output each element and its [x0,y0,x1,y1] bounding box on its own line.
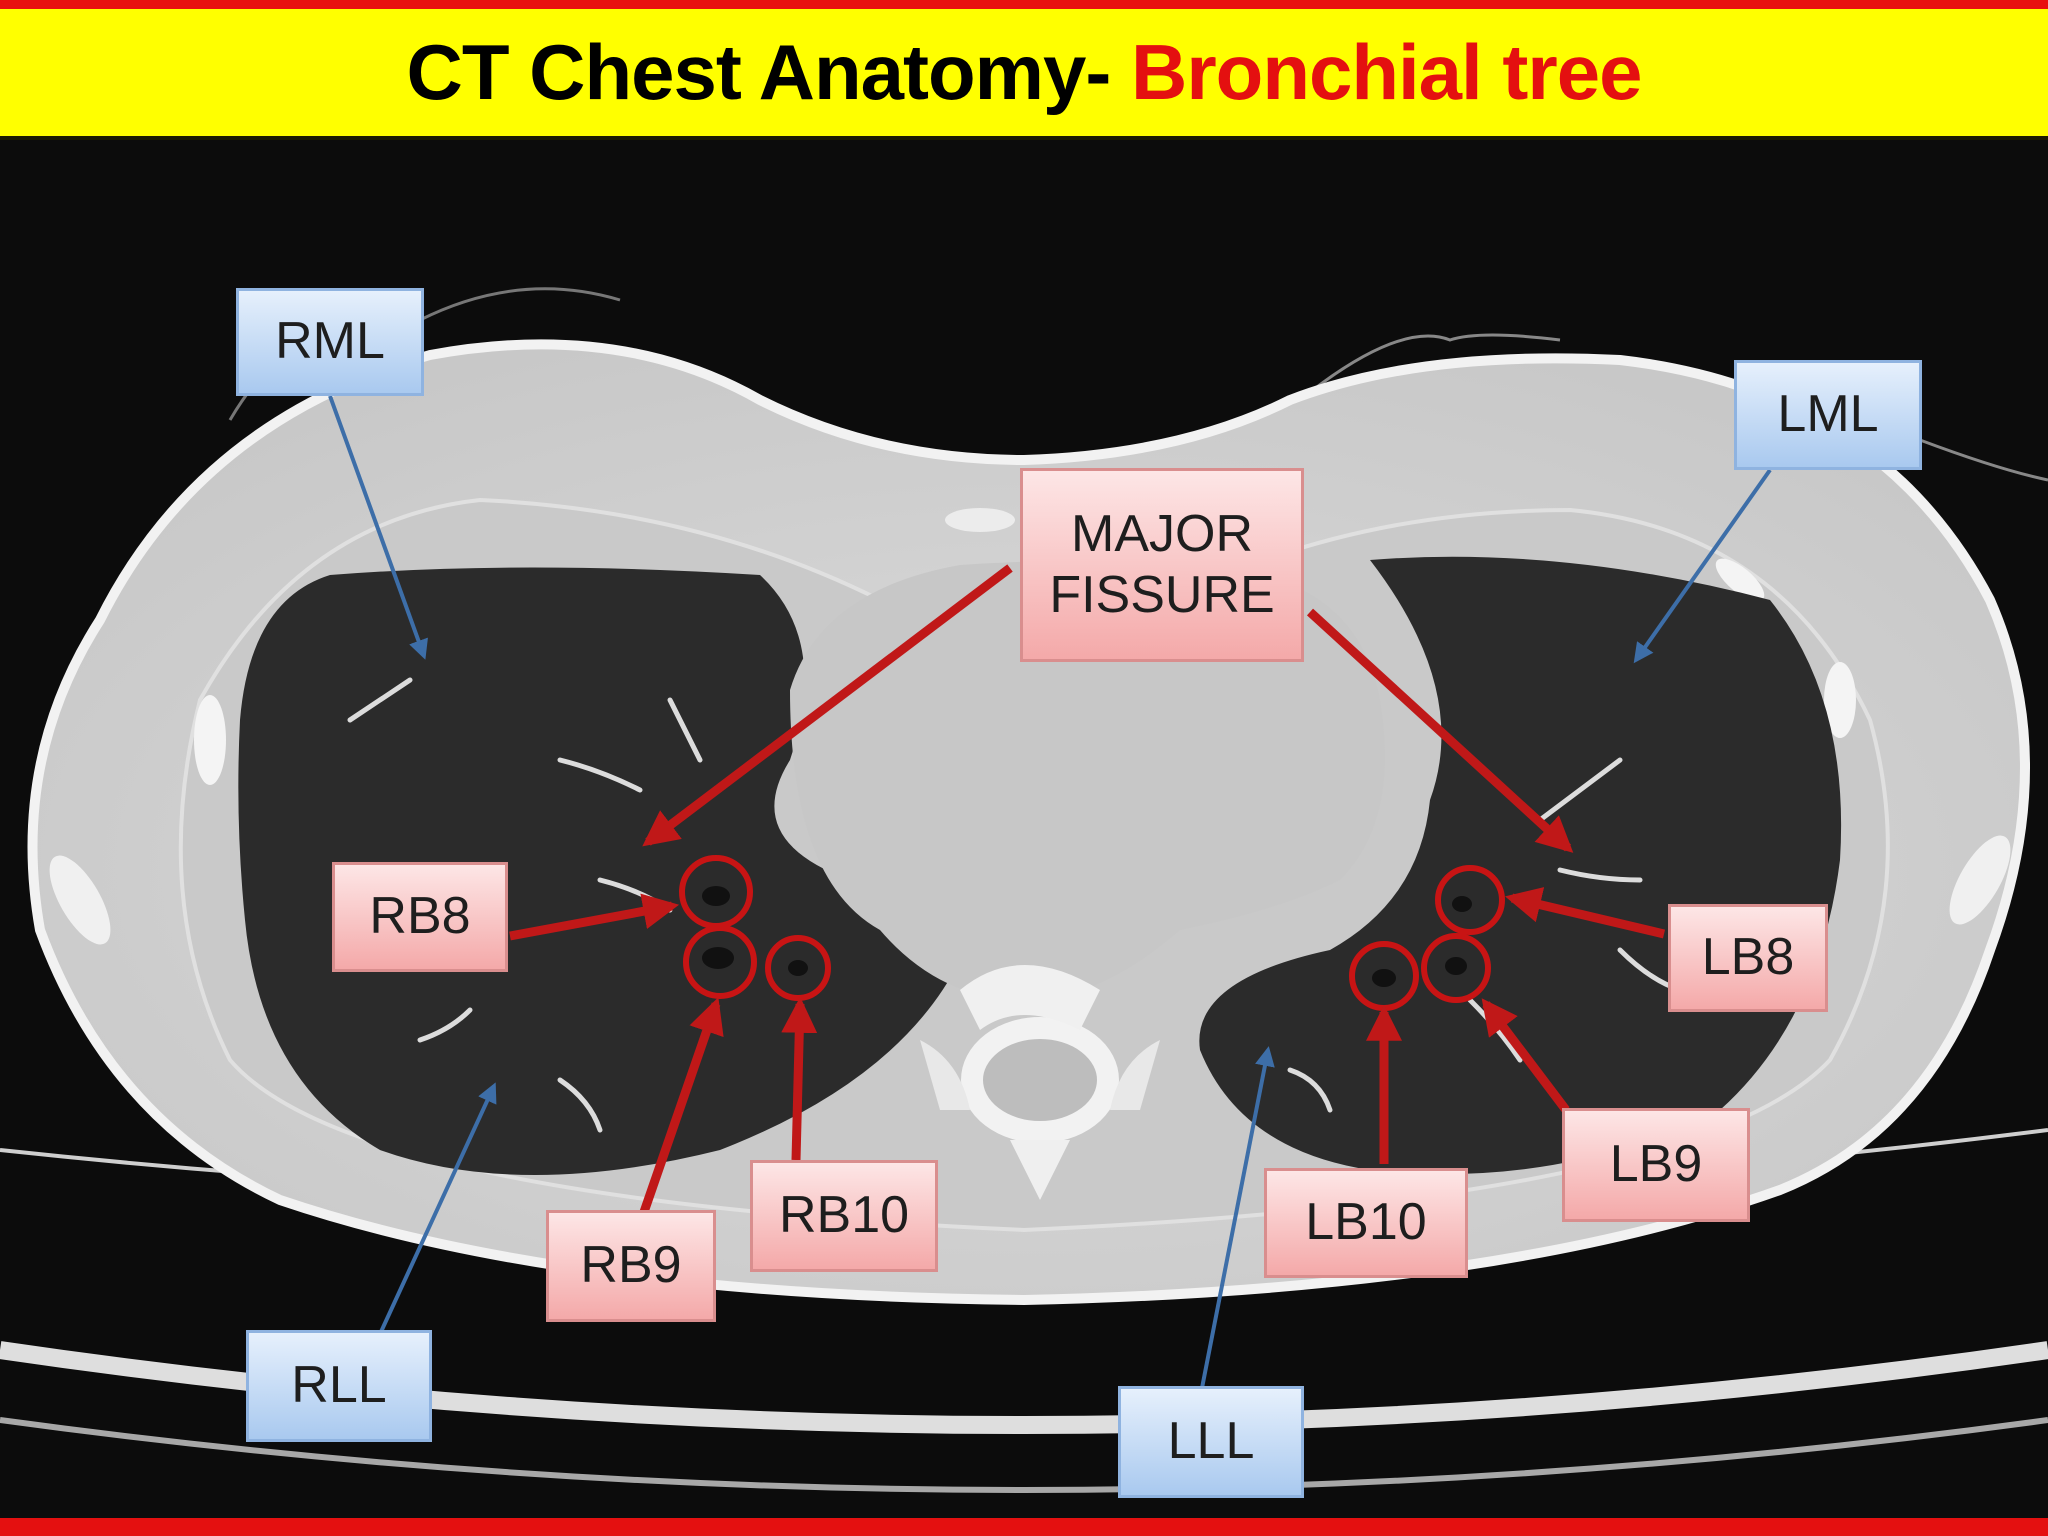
rll-arrow [378,1082,497,1335]
label-lb9: LB9 [1562,1108,1750,1222]
ct-axial-image [0,140,2048,1518]
rml-arrow [328,395,428,660]
label-rml: RML [236,288,424,396]
label-lb10: LB10 [1264,1168,1468,1278]
lll-arrow [1200,1046,1275,1389]
rb9-ring [683,925,757,999]
label-major-fissure: MAJOR FISSURE [1020,468,1304,662]
label-rb10: RB10 [750,1160,938,1272]
fissure-arrow-right [642,564,1013,847]
bottom-bar [0,1518,2048,1536]
label-lll: LLL [1118,1386,1304,1498]
title-main-text: CT Chest Anatomy- [406,28,1112,116]
blue-arrows [328,395,1772,1389]
red-arrows [509,564,1666,1214]
page-title: CT Chest Anatomy- Bronchial tree [0,27,2048,118]
mediastinum [790,561,1385,1200]
title-banner: CT Chest Anatomy- Bronchial tree [0,0,2048,140]
lb9-arrow [1481,998,1570,1113]
label-lml: LML [1734,360,1922,470]
lb8-ring [1435,865,1505,935]
label-rb9: RB9 [546,1210,716,1322]
label-rll: RLL [246,1330,432,1442]
fissure-arrow-left [1306,608,1574,853]
label-rb8: RB8 [332,862,508,972]
lb9-ring [1421,933,1491,1003]
lml-arrow [1633,468,1772,664]
label-lb8: LB8 [1668,904,1828,1012]
right-lung [238,567,961,1175]
lung-vessels [347,677,1683,1133]
left-lung [1199,556,1842,1174]
rb10-arrow [781,996,818,1161]
major-fissure-line2: FISSURE [1049,566,1275,624]
bronchus-lumens [702,886,1472,987]
title-accent-text: Bronchial tree [1131,28,1642,116]
lb8-arrow [1504,887,1666,939]
rb8-arrow [509,893,680,941]
rb9-arrow [639,997,724,1214]
major-fissure-line1: MAJOR [1071,504,1253,563]
